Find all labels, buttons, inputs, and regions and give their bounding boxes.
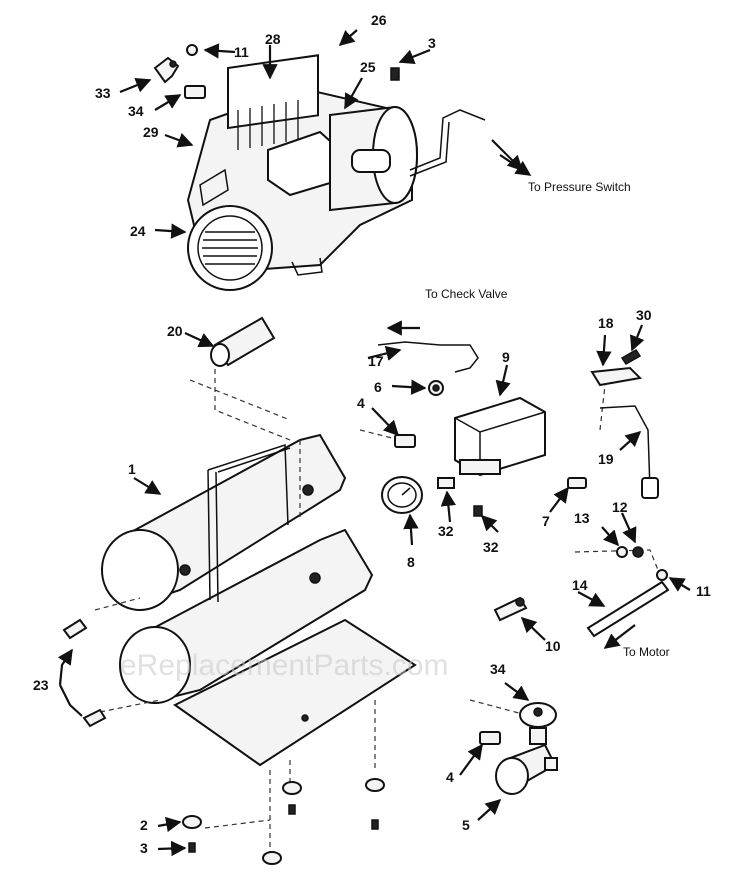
check-valve-10: [493, 596, 528, 622]
rubber-feet: [182, 778, 385, 865]
callout-8: 8: [407, 554, 415, 570]
elbow-fitting-33: [153, 56, 180, 84]
callout-3-top: 3: [428, 35, 436, 51]
bolt-3-top: [390, 67, 400, 81]
fitting-6: [428, 380, 444, 396]
fitting-11-lower: [656, 569, 668, 581]
gauge-8: [381, 476, 423, 514]
callout-12: 12: [612, 499, 628, 515]
callout-11-top: 11: [234, 44, 249, 60]
callout-17: 19: [598, 451, 614, 467]
callout-18: 20: [167, 323, 183, 339]
base-plate: [173, 618, 417, 767]
callout-3-lower: 3: [140, 840, 148, 856]
callout-16: 18: [598, 315, 614, 331]
callout-arrows: [57, 29, 691, 857]
callout-2: 2: [140, 817, 148, 833]
fitting-4-upper: [394, 434, 416, 448]
callout-labels: 26 3 28 11 25 33 34 29 24 20 18 30 17 9 …: [33, 12, 711, 856]
drain-valve-19-upper: [62, 618, 88, 640]
hose-15: [377, 341, 479, 373]
fitting-13: [616, 546, 628, 558]
note-pressure-switch: To Pressure Switch: [528, 180, 631, 194]
callout-33: 33: [95, 85, 111, 101]
callout-4-upper: 4: [357, 395, 365, 411]
fitting-11-top: [186, 44, 198, 56]
callout-1: 1: [128, 461, 136, 477]
callout-19: 23: [33, 677, 49, 693]
muffler-18: [210, 316, 276, 367]
note-check-valve: To Check Valve: [425, 287, 508, 301]
callout-11-lower: 11: [696, 583, 711, 599]
clamp-16: [590, 366, 643, 387]
callout-13: 13: [574, 510, 590, 526]
callout-28: 30: [636, 307, 652, 323]
callout-30: 32: [483, 539, 499, 555]
watermark-text: eReplacementParts.com: [120, 649, 448, 682]
motor-pump-assembly: [186, 54, 418, 291]
callout-25: 28: [265, 31, 281, 47]
plug-17: [641, 477, 659, 499]
screw-28: [620, 349, 642, 365]
note-motor: To Motor: [623, 645, 670, 659]
nut-12: [632, 546, 644, 558]
callout-10: 10: [545, 638, 561, 654]
drain-valve-19-lower: [82, 708, 107, 728]
callout-5: 5: [462, 817, 470, 833]
callout-4-lower: 4: [446, 769, 454, 785]
tube-14: [586, 580, 670, 638]
callout-15: 17: [368, 353, 384, 369]
callout-29: 32: [438, 523, 454, 539]
air-tanks: [101, 433, 374, 704]
callout-14: 14: [572, 577, 588, 593]
callout-23: 25: [360, 59, 376, 75]
callout-32: 34: [490, 661, 506, 677]
callout-26: 29: [143, 124, 159, 140]
fitting-7: [567, 477, 587, 489]
connector-34: [184, 85, 206, 99]
callout-9: 9: [502, 349, 510, 365]
callout-34: 34: [128, 103, 144, 119]
cord-17: [599, 405, 651, 491]
callout-24: 26: [371, 12, 387, 28]
regulator-assembly: [479, 702, 558, 795]
screw-30: [473, 505, 483, 517]
fitting-29: [437, 477, 455, 489]
callout-6: 6: [374, 379, 382, 395]
pressure-switch-9: [454, 396, 546, 477]
callout-7: 7: [542, 513, 550, 529]
callout-20: 24: [130, 223, 146, 239]
